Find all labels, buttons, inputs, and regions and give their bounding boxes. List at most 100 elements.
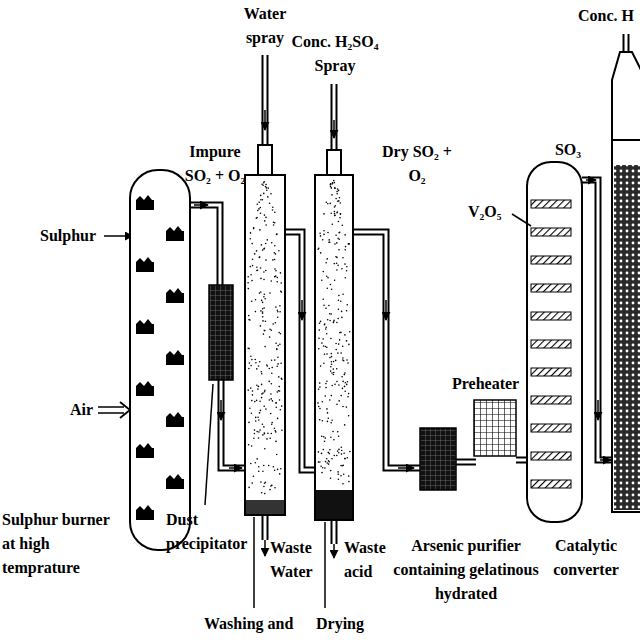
flow-arrows (333, 120, 335, 138)
catalyst-shelves (531, 200, 571, 488)
water-spray-dots (252, 394, 254, 396)
acid-spray-dots (323, 362, 325, 364)
acid-spray-dots (331, 372, 333, 374)
acid-spray-dots (337, 450, 339, 452)
acid-spray-dots (328, 305, 330, 307)
water-spray-dots (258, 201, 260, 203)
water-spray-dots (276, 454, 278, 456)
water-spray-dots (262, 199, 264, 201)
water-spray-dots (262, 392, 264, 394)
sulphur-trays (136, 195, 184, 520)
acid-spray-dots (344, 234, 346, 236)
acid-spray-dots (343, 360, 345, 362)
acid-spray-dots (335, 343, 337, 345)
water-spray-dots (262, 434, 264, 436)
acid-spray-dots (343, 464, 345, 466)
acid-spray-dots (345, 246, 347, 248)
water-spray-dots (260, 267, 262, 269)
water-spray-dots (248, 422, 250, 424)
water-spray-dots (270, 398, 272, 400)
acid-spray-dots (317, 180, 351, 485)
water-spray-dots (261, 373, 263, 375)
acid-spray-dots (330, 203, 332, 205)
water-spray-dots (270, 413, 272, 415)
water-spray-dots (256, 431, 258, 433)
acid-spray-dots (332, 431, 334, 433)
acid-spray-dots (330, 478, 332, 480)
water-spray-dots (261, 384, 263, 386)
acid-spray-dots (324, 324, 326, 326)
water-spray-dots (266, 189, 268, 191)
sulphur-trays (136, 443, 154, 458)
water-spray-dots (272, 259, 274, 261)
catalyst-shelves (531, 256, 571, 264)
water-spray-dots (261, 393, 263, 395)
water-spray-dots (262, 249, 264, 251)
acid-spray-dots (337, 352, 339, 354)
acid-spray-dots (336, 368, 338, 370)
water-spray-dots (260, 291, 262, 293)
acid-spray-dots (329, 320, 331, 322)
water-spray-dots (275, 431, 277, 433)
water-spray-dots (255, 311, 257, 313)
water-spray-dots (267, 365, 269, 367)
acid-spray-dots (327, 412, 329, 414)
acid-spray-dots (323, 449, 325, 451)
water-spray-dots (259, 256, 261, 258)
acid-spray-dots (342, 388, 344, 390)
acid-spray-dots (336, 242, 338, 244)
acid-spray-dots (336, 381, 338, 383)
acid-spray-dots (338, 295, 340, 297)
acid-spray-dots (326, 381, 328, 383)
water-spray-dots (265, 321, 267, 323)
flow-arrows (104, 235, 133, 237)
sulphur-trays (166, 350, 184, 365)
acid-spray-dots (319, 419, 321, 421)
acid-spray-dots (334, 182, 336, 184)
acid-spray-dots (319, 382, 321, 384)
water-spray-dots (262, 185, 264, 187)
acid-spray-dots (329, 449, 331, 451)
catalyst-shelves (531, 228, 571, 236)
water-spray-dots (250, 365, 252, 367)
water-spray-dots (247, 347, 249, 349)
acid-spray-dots (318, 348, 320, 350)
gas-pipes (221, 380, 247, 468)
water-spray-dots (260, 310, 262, 312)
acid-spray-dots (336, 212, 338, 214)
acid-spray-dots (320, 252, 322, 254)
water-spray-dots (253, 476, 255, 478)
part-label: Dust precipitator (166, 508, 250, 556)
gas-pipes (333, 82, 336, 154)
water-spray-dots (263, 307, 265, 309)
water-spray-dots (256, 368, 258, 370)
water-spray-dots (273, 466, 275, 468)
catalyst-shelves (531, 368, 571, 376)
flow-arrows (333, 544, 335, 558)
acid-spray-dots (342, 293, 344, 295)
catalyst-shelves (531, 424, 571, 432)
acid-spray-dots (322, 467, 324, 469)
water-spray-dots (272, 209, 274, 211)
acid-spray-dots (342, 359, 344, 361)
feed-label: Air (70, 398, 104, 422)
acid-spray-dots (320, 235, 322, 237)
water-spray-dots (250, 266, 252, 268)
acid-spray-dots (336, 455, 338, 457)
acid-spray-dots (337, 431, 339, 433)
water-spray-dots (275, 342, 277, 344)
acid-spray-dots (339, 231, 341, 233)
water-spray-dots (254, 401, 256, 403)
acid-spray-dots (338, 249, 340, 251)
water-spray-dots (258, 437, 260, 439)
washing-tower (245, 175, 285, 515)
acid-spray-dots (339, 197, 341, 199)
water-spray-dots (254, 359, 256, 361)
gas-pipes (351, 232, 424, 468)
water-spray-dots (264, 220, 266, 222)
sulphur-trays (136, 505, 154, 520)
water-spray-dots (265, 243, 267, 245)
acid-spray-dots (344, 458, 346, 460)
water-spray-dots (270, 193, 272, 195)
